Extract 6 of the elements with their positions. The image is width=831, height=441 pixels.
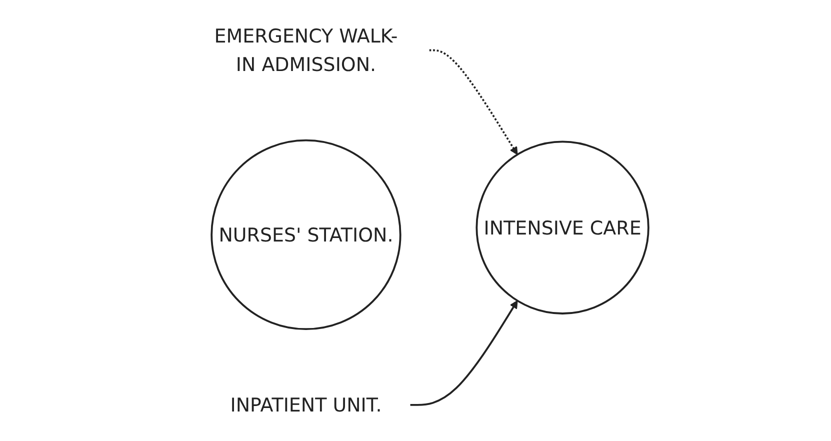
node-text: INPATIENT UNIT. — [230, 394, 382, 416]
arrow — [410, 300, 518, 406]
arrow — [429, 49, 518, 155]
node-text: EMERGENCY WALK-IN ADMISSION. — [214, 24, 398, 76]
node-circle: NURSES' STATION. — [210, 139, 402, 330]
node-circle: INTENSIVE CARE — [476, 140, 650, 314]
